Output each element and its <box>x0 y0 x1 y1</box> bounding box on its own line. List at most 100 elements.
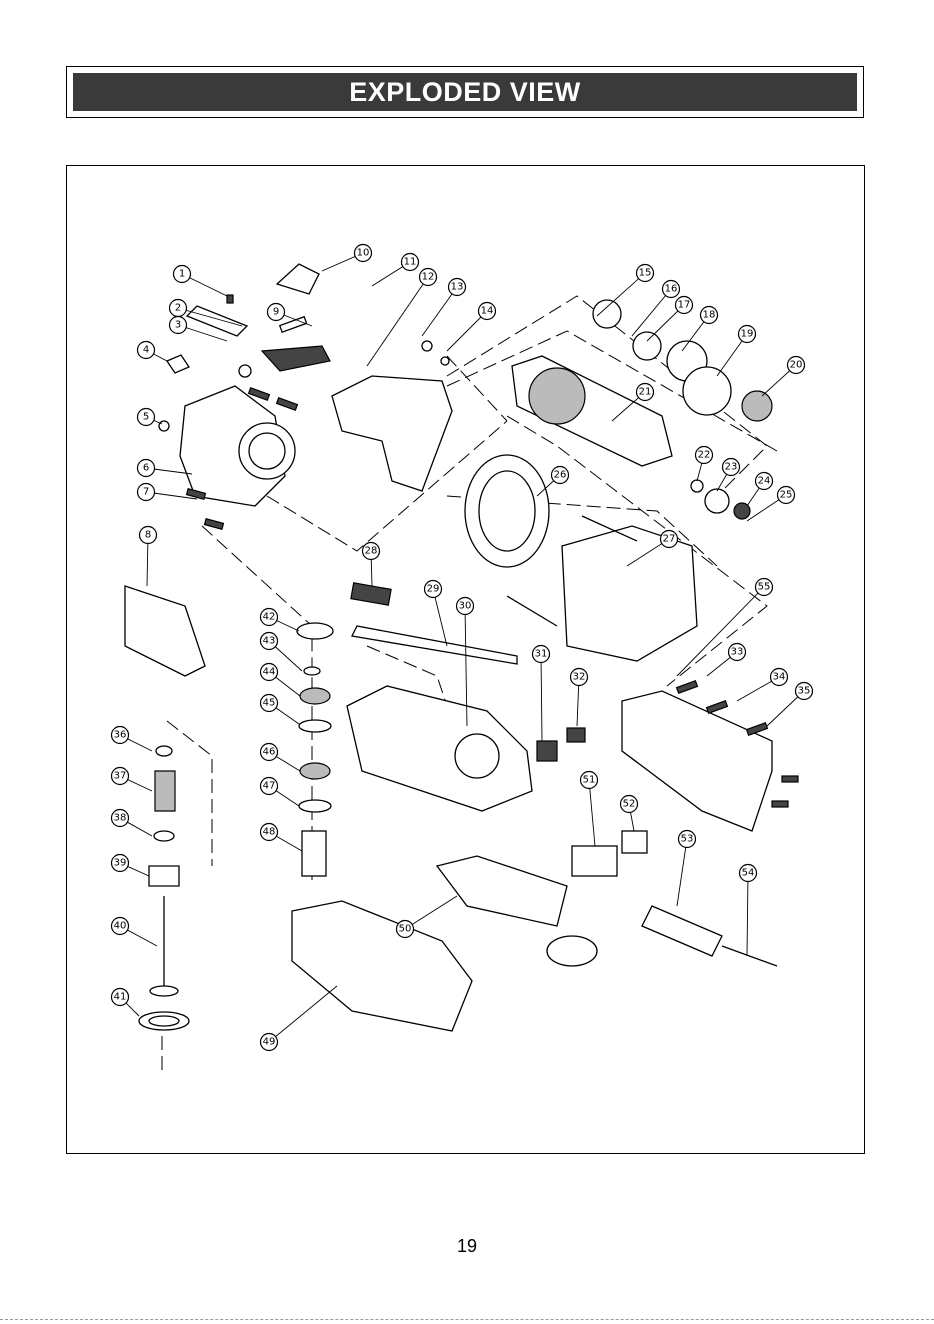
callout-10: 10 <box>355 245 372 262</box>
callout-number: 44 <box>263 667 276 678</box>
callout-number: 13 <box>451 282 464 293</box>
callout-18: 18 <box>701 307 718 324</box>
callout-number: 51 <box>583 775 596 786</box>
callout-number: 37 <box>114 771 127 782</box>
callout-number: 40 <box>114 921 127 932</box>
leader-line-51 <box>589 780 595 846</box>
callout-number: 34 <box>773 672 786 683</box>
callout-15: 15 <box>637 265 654 282</box>
callout-55: 55 <box>756 579 773 596</box>
callout-number: 43 <box>263 636 276 647</box>
leader-line-16 <box>632 289 671 336</box>
title-bar: EXPLODED VIEW <box>73 73 857 111</box>
callout-35: 35 <box>796 683 813 700</box>
callout-2: 2 <box>170 300 187 317</box>
title-frame: EXPLODED VIEW <box>66 66 864 118</box>
callout-5: 5 <box>138 409 155 426</box>
leader-line-12 <box>367 277 428 366</box>
callout-50: 50 <box>397 921 414 938</box>
callout-number: 30 <box>459 601 472 612</box>
callout-6: 6 <box>138 460 155 477</box>
callout-number: 11 <box>404 257 417 268</box>
callout-43: 43 <box>261 633 278 650</box>
callout-41: 41 <box>112 989 129 1006</box>
callout-number: 9 <box>273 307 279 318</box>
callout-40: 40 <box>112 918 129 935</box>
callout-number: 16 <box>665 284 678 295</box>
callout-19: 19 <box>739 326 756 343</box>
callout-number: 10 <box>357 248 370 259</box>
callout-16: 16 <box>663 281 680 298</box>
callout-36: 36 <box>112 727 129 744</box>
callout-9: 9 <box>268 304 285 321</box>
callout-23: 23 <box>723 459 740 476</box>
callout-number: 8 <box>145 530 151 541</box>
callout-number: 20 <box>790 360 803 371</box>
callout-44: 44 <box>261 664 278 681</box>
leader-line-50 <box>405 896 457 929</box>
callout-number: 46 <box>263 747 276 758</box>
callout-49: 49 <box>261 1034 278 1051</box>
callout-number: 19 <box>741 329 754 340</box>
callout-number: 47 <box>263 781 276 792</box>
callout-number: 7 <box>143 487 149 498</box>
callout-54: 54 <box>740 865 757 882</box>
leader-line-49 <box>269 986 337 1042</box>
diagram-canvas: 1234567891011121314151617181920212223242… <box>67 166 866 1155</box>
callout-8: 8 <box>140 527 157 544</box>
callout-39: 39 <box>112 855 129 872</box>
callout-number: 14 <box>481 306 494 317</box>
callout-number: 5 <box>143 412 149 423</box>
callout-number: 6 <box>143 463 149 474</box>
callout-number: 18 <box>703 310 716 321</box>
callout-number: 23 <box>725 462 738 473</box>
leader-line-31 <box>541 654 542 741</box>
callout-number: 15 <box>639 268 652 279</box>
callout-53: 53 <box>679 831 696 848</box>
callout-number: 12 <box>422 272 435 283</box>
callout-33: 33 <box>729 644 746 661</box>
callout-37: 37 <box>112 768 129 785</box>
callout-number: 36 <box>114 730 127 741</box>
callout-number: 27 <box>663 534 676 545</box>
callout-47: 47 <box>261 778 278 795</box>
callout-24: 24 <box>756 473 773 490</box>
callout-34: 34 <box>771 669 788 686</box>
callout-number: 28 <box>365 546 378 557</box>
parts <box>125 264 798 1031</box>
callout-13: 13 <box>449 279 466 296</box>
callout-number: 50 <box>399 924 412 935</box>
callout-12: 12 <box>420 269 437 286</box>
callout-number: 42 <box>263 612 276 623</box>
callout-26: 26 <box>552 467 569 484</box>
callout-number: 33 <box>731 647 744 658</box>
callout-25: 25 <box>778 487 795 504</box>
callout-20: 20 <box>788 357 805 374</box>
callout-number: 26 <box>554 470 567 481</box>
callout-14: 14 <box>479 303 496 320</box>
callout-number: 24 <box>758 476 771 487</box>
callout-number: 52 <box>623 799 636 810</box>
leader-line-53 <box>677 839 687 906</box>
callout-number: 17 <box>678 300 691 311</box>
page-title: EXPLODED VIEW <box>349 77 581 108</box>
callout-45: 45 <box>261 695 278 712</box>
callout-38: 38 <box>112 810 129 827</box>
callout-7: 7 <box>138 484 155 501</box>
callout-42: 42 <box>261 609 278 626</box>
callout-48: 48 <box>261 824 278 841</box>
callout-number: 39 <box>114 858 127 869</box>
leader-line-54 <box>747 873 748 956</box>
bottom-dashed-rule <box>0 1319 934 1320</box>
exploded-view-diagram: 1234567891011121314151617181920212223242… <box>66 165 865 1154</box>
callout-22: 22 <box>696 447 713 464</box>
callout-31: 31 <box>533 646 550 663</box>
callout-number: 21 <box>639 387 652 398</box>
callout-number: 25 <box>780 490 793 501</box>
callout-number: 31 <box>535 649 548 660</box>
callout-number: 55 <box>758 582 771 593</box>
callout-52: 52 <box>621 796 638 813</box>
callout-number: 53 <box>681 834 694 845</box>
callout-number: 32 <box>573 672 586 683</box>
callout-number: 48 <box>263 827 276 838</box>
